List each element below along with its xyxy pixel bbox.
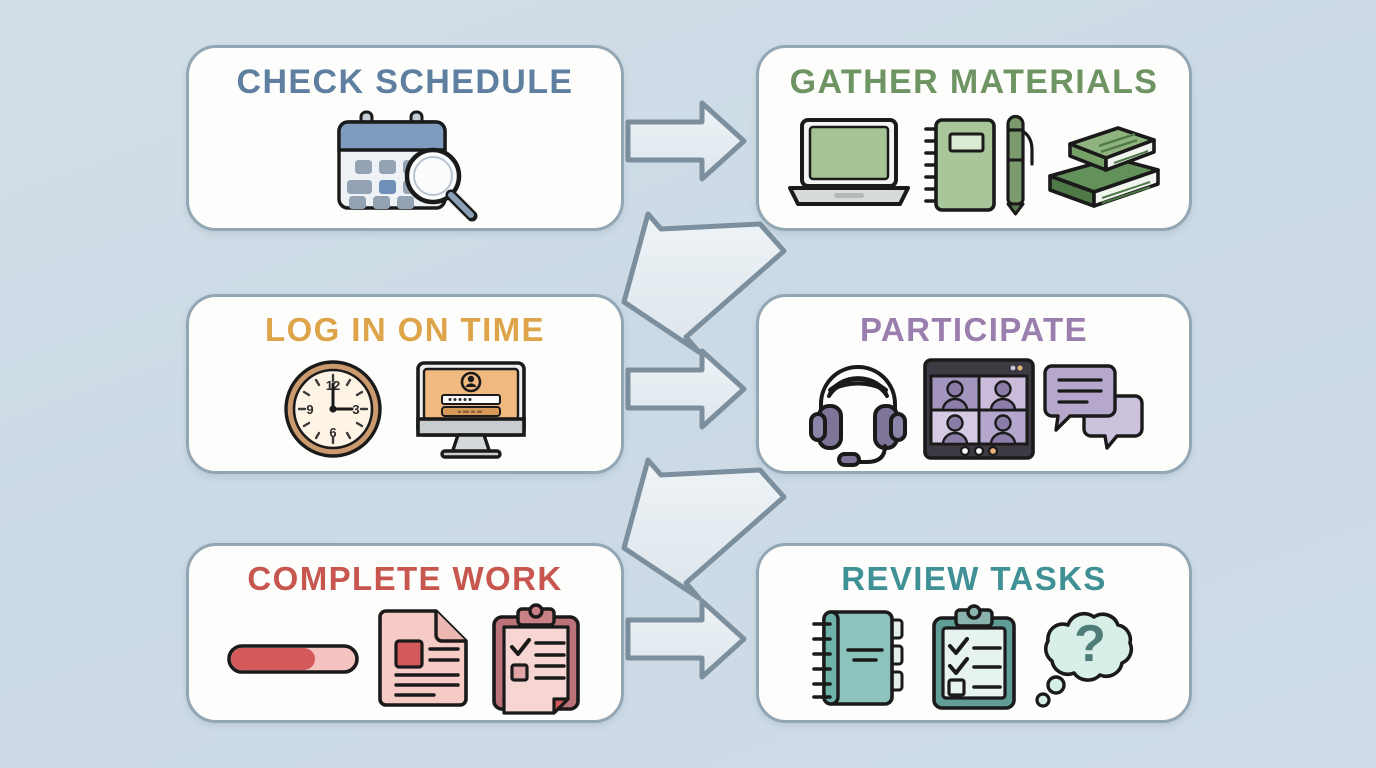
document-icon <box>378 608 468 707</box>
progress-bar-icon <box>227 643 359 674</box>
arrow-log-in-to-participate <box>625 348 747 430</box>
card-title-log-in-on-time: LOG IN ON TIME <box>265 311 545 348</box>
arrow-check-schedule-to-gather-materials <box>625 100 747 182</box>
question-mark-glyph: ? <box>1074 615 1106 673</box>
card-title-review-tasks: REVIEW TASKS <box>841 560 1107 597</box>
thought-bubble-question-icon: ? <box>1035 611 1134 708</box>
card-title-check-schedule: CHECK SCHEDULE <box>236 63 574 101</box>
video-call-grid-icon <box>923 357 1035 460</box>
card-review-tasks[interactable]: REVIEW TASKS <box>756 543 1192 723</box>
clock-numeral-3: 3 <box>352 402 359 417</box>
notebook-and-pen-icon <box>924 114 1034 215</box>
card-check-schedule[interactable]: CHECK SCHEDULE <box>186 45 624 231</box>
clock-numeral-6: 6 <box>329 425 336 440</box>
icon-row-check-schedule <box>189 99 621 228</box>
clock-icon: 12 3 6 9 <box>284 359 382 458</box>
notebook-icon <box>812 609 904 706</box>
icon-row-log-in-on-time: 12 3 6 9 <box>189 346 621 471</box>
clipboard-checklist-icon <box>492 602 580 715</box>
card-complete-work[interactable]: COMPLETE WORK <box>186 543 624 723</box>
icon-row-complete-work <box>189 595 621 720</box>
clock-numeral-9: 9 <box>306 402 313 417</box>
headset-icon <box>809 364 907 467</box>
book-stack-icon <box>1048 125 1160 208</box>
laptop-icon <box>788 117 910 206</box>
icon-row-gather-materials <box>759 99 1189 228</box>
card-log-in-on-time[interactable]: LOG IN ON TIME <box>186 294 624 474</box>
icon-row-participate <box>759 346 1189 471</box>
clipboard-checklist-icon <box>932 603 1016 710</box>
arrow-complete-work-to-review-tasks <box>625 598 747 680</box>
card-participate[interactable]: PARTICIPATE <box>756 294 1192 474</box>
card-title-gather-materials: GATHER MATERIALS <box>789 63 1159 101</box>
login-monitor-icon <box>416 360 526 459</box>
chat-bubbles-icon <box>1043 363 1144 450</box>
icon-row-review-tasks: ? <box>759 595 1189 720</box>
card-title-participate: PARTICIPATE <box>859 311 1089 348</box>
card-title-complete-work: COMPLETE WORK <box>247 560 563 597</box>
calendar-icon <box>337 110 478 221</box>
card-gather-materials[interactable]: GATHER MATERIALS <box>756 45 1192 231</box>
